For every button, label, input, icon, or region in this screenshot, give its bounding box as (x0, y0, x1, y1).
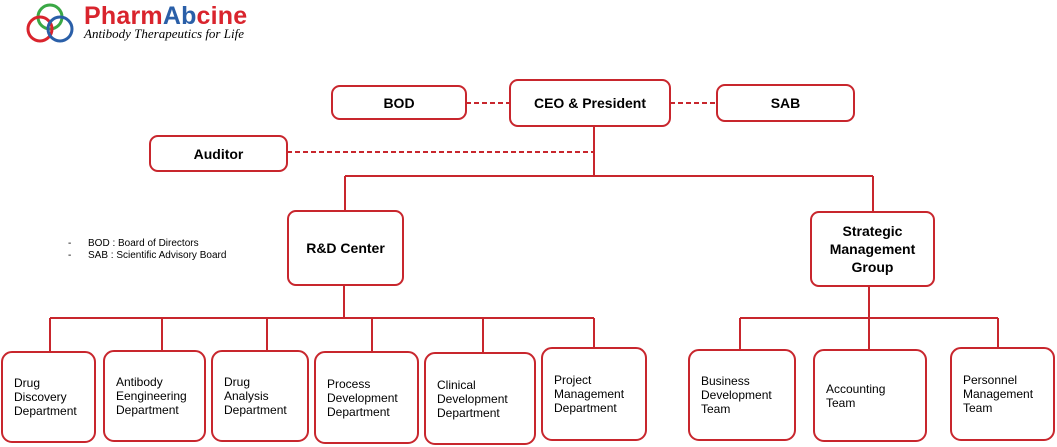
drug-analysis-department: Drug Analysis Department (211, 350, 309, 442)
company-logo: PharmAbcine Antibody Therapeutics for Li… (22, 2, 312, 44)
ceo-box: CEO & President (509, 79, 671, 127)
legend-item-sab: -SAB : Scientific Advisory Board (68, 250, 227, 261)
logo-tagline: Antibody Therapeutics for Life (84, 26, 244, 41)
sab-box: SAB (716, 84, 855, 122)
process-development-department: Process Development Department (314, 351, 419, 444)
legend-item-bod: -BOD : Board of Directors (68, 238, 199, 249)
abbreviation-legend: -BOD : Board of Directors -SAB : Scienti… (68, 238, 226, 262)
clinical-development-department: Clinical Development Department (424, 352, 536, 445)
logo-name: PharmAbcine (84, 2, 248, 30)
rd-center-box: R&D Center (287, 210, 404, 286)
personnel-management-team: Personnel Management Team (950, 347, 1055, 441)
auditor-box: Auditor (149, 135, 288, 172)
logo-rings-icon (26, 3, 74, 43)
antibody-engineering-department: Antibody Eengineering Department (103, 350, 206, 442)
drug-discovery-department: Drug Discovery Department (1, 351, 96, 443)
strategic-management-group-box: Strategic Management Group (810, 211, 935, 287)
project-management-department: Project Management Department (541, 347, 647, 441)
bod-box: BOD (331, 85, 467, 120)
accounting-team: Accounting Team (813, 349, 927, 442)
business-development-team: Business Development Team (688, 349, 796, 441)
